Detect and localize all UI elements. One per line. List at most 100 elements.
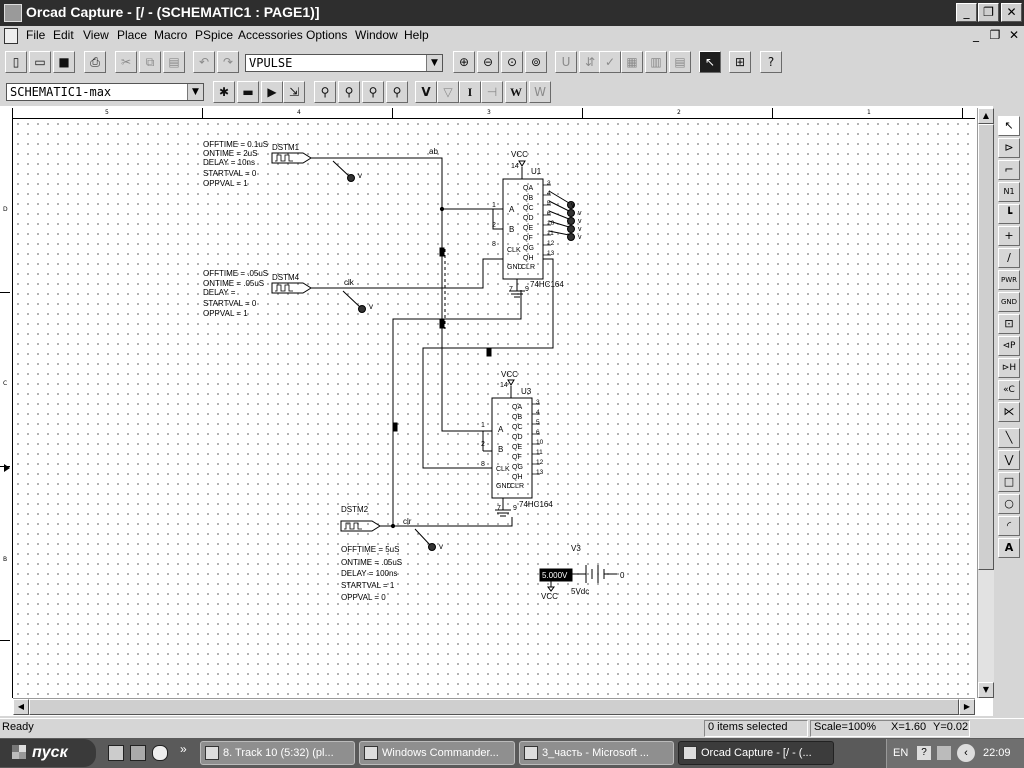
undo-icon[interactable]: ↶ [193, 51, 215, 73]
menu-edit[interactable]: Edit [53, 28, 74, 42]
menu-window[interactable]: Window [355, 28, 398, 42]
chip-u3[interactable] [491, 397, 533, 499]
place-arc-icon[interactable]: ◜ [998, 516, 1020, 536]
menu-pspice[interactable]: PSpice [195, 28, 234, 42]
task-button[interactable]: 8. Track 10 (5:32) (pl... [200, 741, 355, 765]
place-no-connect-icon[interactable]: ⋉ [998, 402, 1020, 422]
schematic-canvas[interactable]: OFFTIME = 0.1uS ONTIME = 2uS DELAY = 10n… [13, 119, 975, 697]
current-probe-icon[interactable]: ⚲ [362, 81, 384, 103]
vertical-scroll-thumb[interactable] [978, 124, 994, 570]
bias-voltage-pin-icon[interactable]: ▽ [437, 81, 459, 103]
place-port-icon[interactable]: ⊲P [998, 336, 1020, 356]
zoom-out-icon[interactable]: ⊖ [477, 51, 499, 73]
doc-restore-button[interactable]: ❐ [989, 28, 1001, 42]
netlist-icon[interactable]: ▦ [621, 51, 643, 73]
horizontal-scroll-thumb[interactable] [29, 699, 959, 715]
hierarchy-icon[interactable]: ⊞ [729, 51, 751, 73]
place-hierarchical-block-icon[interactable]: ⊡ [998, 314, 1020, 334]
run-icon[interactable]: ▶ [261, 81, 283, 103]
dstm4-symbol[interactable] [271, 282, 312, 294]
quicklaunch-media-icon[interactable] [152, 745, 168, 761]
project-manager-icon[interactable]: ↖ [699, 51, 721, 73]
schematic-drawing[interactable]: OFFTIME = 0.1uS ONTIME = 2uS DELAY = 10n… [13, 119, 975, 697]
place-bus-entry-icon[interactable]: ∕ [998, 248, 1020, 268]
open-folder-icon[interactable]: ▭ [29, 51, 51, 73]
menu-macro[interactable]: Macro [154, 28, 188, 42]
menu-file[interactable]: File [26, 28, 46, 42]
zoom-in-icon[interactable]: ⊕ [453, 51, 475, 73]
place-ellipse-icon[interactable]: ○ [998, 494, 1020, 514]
bias-current-pin-icon[interactable]: ⊣ [481, 81, 503, 103]
menu-options[interactable]: Options [306, 28, 348, 42]
dstm2-symbol[interactable] [340, 520, 381, 532]
quicklaunch-save-icon[interactable] [130, 745, 146, 761]
place-line-icon[interactable]: ╲ [998, 428, 1020, 448]
scroll-down-icon[interactable]: ▼ [978, 682, 994, 698]
menu-view[interactable]: View [83, 28, 109, 42]
annotate-icon[interactable]: U [555, 51, 577, 73]
help-tray-icon[interactable]: ? [917, 746, 931, 760]
app-icon[interactable] [4, 4, 22, 22]
zoom-area-icon[interactable]: ⊙ [501, 51, 523, 73]
place-part-icon[interactable]: ⊳ [998, 138, 1020, 158]
bias-voltage-button[interactable]: V [415, 81, 437, 103]
place-junction-icon[interactable]: + [998, 226, 1020, 246]
doc-minimize-button[interactable]: _ [973, 28, 979, 42]
bias-power-button[interactable]: W [505, 81, 527, 103]
task-button[interactable]: 3_часть - Microsoft ... [519, 741, 674, 765]
document-icon[interactable] [4, 28, 18, 44]
chip-u1[interactable] [502, 178, 544, 280]
place-ground-icon[interactable]: GND [998, 292, 1020, 312]
save-icon[interactable]: ■ [53, 51, 75, 73]
tray-chevron-icon[interactable]: ‹ [957, 744, 975, 762]
bias-power-pin-icon[interactable]: W [529, 81, 551, 103]
redo-icon[interactable]: ↷ [217, 51, 239, 73]
drc-icon[interactable]: ✓ [599, 51, 621, 73]
paste-icon[interactable]: ▤ [163, 51, 185, 73]
print-icon[interactable]: ⎙ [84, 51, 106, 73]
restore-button[interactable]: ❐ [978, 3, 999, 22]
tray-app-icon[interactable] [937, 746, 951, 760]
power-probe-icon[interactable]: ⚲ [386, 81, 408, 103]
menu-place[interactable]: Place [117, 28, 148, 42]
start-button[interactable]: пуск [0, 739, 96, 767]
zoom-all-icon[interactable]: ⊚ [525, 51, 547, 73]
place-polyline-icon[interactable]: ⋁ [998, 450, 1020, 470]
task-button-active[interactable]: Orcad Capture - [/ - (... [678, 741, 834, 765]
minimize-button[interactable]: _ [956, 3, 977, 22]
edit-simulation-icon[interactable]: ▬ [237, 81, 259, 103]
scroll-right-icon[interactable]: ▶ [959, 699, 975, 715]
copy-icon[interactable]: ⧉ [139, 51, 161, 73]
menu-help[interactable]: Help [404, 28, 429, 42]
place-text-icon[interactable]: A [998, 538, 1020, 558]
schematic-combo[interactable]: SCHEMATIC1-max▼ [6, 83, 204, 101]
bias-current-button[interactable]: I [459, 81, 481, 103]
cut-icon[interactable]: ✂ [115, 51, 137, 73]
select-arrow-icon[interactable]: ↖ [998, 116, 1020, 136]
task-button[interactable]: Windows Commander... [359, 741, 515, 765]
chevron-right-icon[interactable]: » [180, 742, 187, 756]
place-bus-icon[interactable]: ┗ [998, 204, 1020, 224]
place-net-alias-icon[interactable]: N1 [998, 182, 1020, 202]
place-offpage-icon[interactable]: «C [998, 380, 1020, 400]
voltage-probe-icon[interactable]: ⚲ [314, 81, 336, 103]
back-annotate-icon[interactable]: ⇵ [579, 51, 601, 73]
horizontal-scrollbar[interactable]: ◀ ▶ [13, 698, 975, 715]
new-simulation-icon[interactable]: ✱ [213, 81, 235, 103]
help-icon[interactable]: ? [760, 51, 782, 73]
dstm1-symbol[interactable] [271, 152, 312, 164]
part-combo[interactable]: VPULSE▼ [245, 54, 443, 72]
title-bar[interactable] [0, 0, 1024, 26]
language-indicator[interactable]: EN [893, 747, 909, 759]
new-file-icon[interactable]: ▯ [5, 51, 27, 73]
vertical-scrollbar[interactable]: ▲ ▼ [977, 108, 994, 698]
close-button[interactable]: ✕ [1001, 3, 1022, 22]
bom-icon[interactable]: ▤ [669, 51, 691, 73]
chevron-down-icon[interactable]: ▼ [187, 84, 203, 100]
doc-close-button[interactable]: ✕ [1008, 28, 1020, 42]
scroll-up-icon[interactable]: ▲ [978, 108, 994, 124]
quicklaunch-ie-icon[interactable] [108, 745, 124, 761]
voltage-diff-probe-icon[interactable]: ⚲ [338, 81, 360, 103]
place-power-icon[interactable]: PWR [998, 270, 1020, 290]
menu-accessories[interactable]: Accessories [238, 28, 303, 42]
